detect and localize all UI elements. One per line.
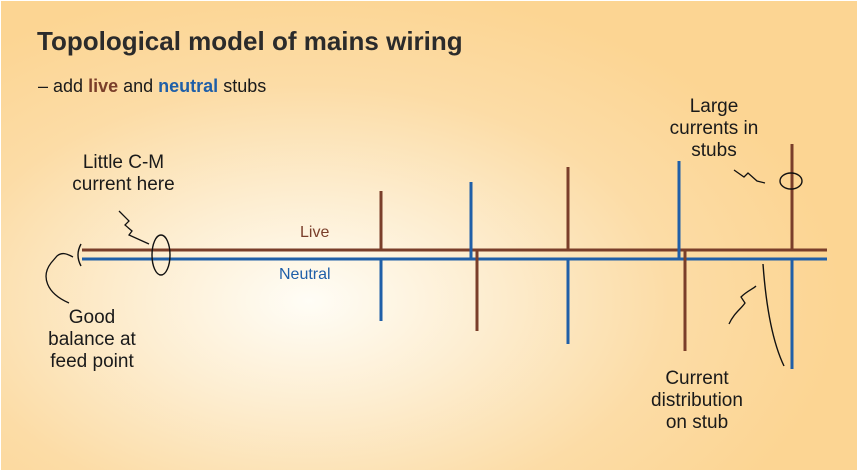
live-wire-label: Live <box>300 224 330 241</box>
pointer-current-distribution <box>728 285 757 325</box>
current-distribution-line-3: on stub <box>665 412 729 433</box>
current-distribution-curve <box>762 263 785 367</box>
current-loop-left <box>151 234 171 276</box>
current-distribution-line-1: Current <box>665 368 729 389</box>
subtitle-neutral-word: neutral <box>158 76 219 96</box>
little-cm-line-1: Little C-M <box>82 152 165 173</box>
current-distribution-line-2: distribution <box>651 390 743 411</box>
subtitle-middle: and <box>123 76 154 96</box>
good-balance-label: Good balance at feed point <box>37 307 147 373</box>
pointer-large-currents <box>733 169 766 184</box>
good-balance-line-1: Good <box>68 307 116 328</box>
current-loop-right <box>779 172 803 190</box>
large-currents-line-1: Large <box>689 96 739 117</box>
slide-title: Topological model of mains wiring <box>37 26 463 56</box>
little-cm-line-2: current here <box>72 174 175 195</box>
large-currents-line-3: stubs <box>691 140 737 161</box>
large-currents-label: Large currents in stubs <box>659 96 769 162</box>
pointer-good-balance <box>45 252 74 304</box>
pointer-little-cm <box>118 210 150 245</box>
subtitle-prefix: – add <box>38 76 84 96</box>
good-balance-line-2: balance at <box>48 329 136 350</box>
little-cm-current-label: Little C-M current here <box>56 152 191 196</box>
neutral-wire-label: Neutral <box>279 266 331 283</box>
current-distribution-label: Current distribution on stub <box>632 368 762 434</box>
subtitle-live-word: live <box>88 76 119 96</box>
slide-subtitle: – add live and neutral stubs <box>38 76 266 97</box>
good-balance-line-3: feed point <box>50 351 134 372</box>
large-currents-line-2: currents in <box>669 118 759 139</box>
feed-point-mark <box>77 243 82 267</box>
subtitle-suffix: stubs <box>223 76 267 96</box>
